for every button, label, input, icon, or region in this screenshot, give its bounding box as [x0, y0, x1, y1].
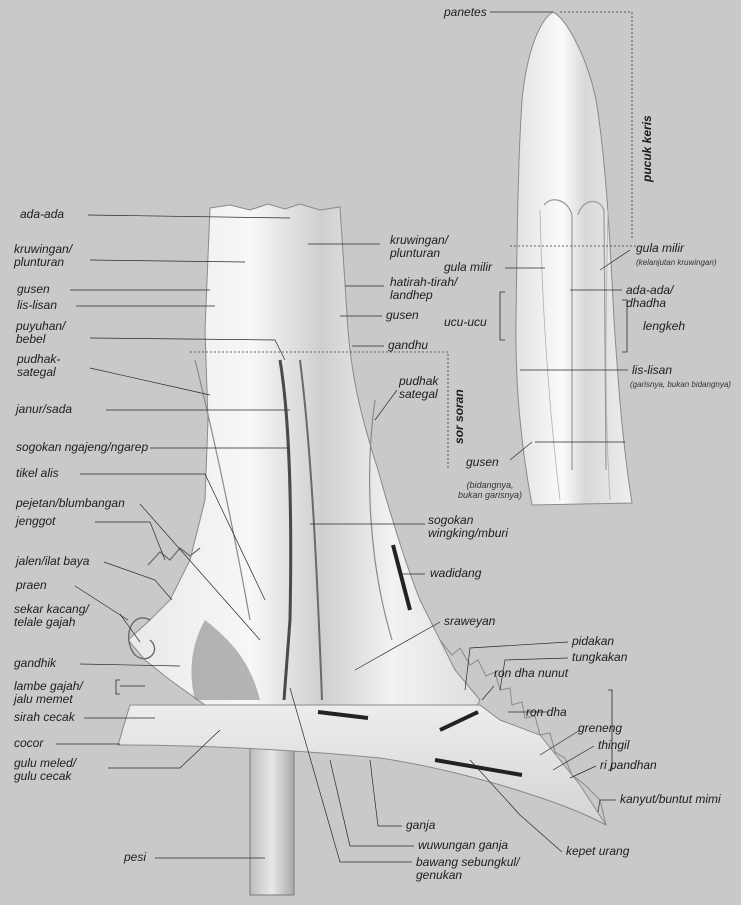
label-sogokan-ngajeng: sogokan ngajeng/ngarep — [16, 440, 149, 454]
label-ada-ada: ada-ada — [20, 207, 65, 221]
label-lengkeh: lengkeh — [643, 319, 686, 333]
label-sirah-cecak: sirah cecak — [14, 710, 75, 724]
label-tikel-alis: tikel alis — [16, 466, 59, 480]
label-gusen-tip: gusen — [466, 455, 499, 469]
label-kanyut: kanyut/buntut mimi — [620, 792, 721, 806]
label-greneng: greneng — [578, 721, 623, 735]
label-cocor: cocor — [14, 736, 44, 750]
label-sor-soran: sor soran — [452, 389, 466, 444]
label-ri-pandhan: ri pandhan — [600, 758, 657, 772]
label-jalen: jalen/ilat baya — [16, 554, 90, 568]
label-praen: praen — [16, 578, 47, 592]
label-wadidang: wadidang — [430, 566, 482, 580]
label-janur: janur/sada — [16, 402, 73, 416]
label-kepet-urang: kepet urang — [566, 844, 630, 858]
blade-tip-illustration — [515, 11, 633, 506]
label-gusen-right: gusen — [386, 308, 419, 322]
label-gula-milir-note: (kelanjutan kruwingan) — [636, 258, 717, 267]
blade-base-illustration — [117, 203, 607, 896]
label-ron-dha-nunut: ron dha nunut — [494, 666, 569, 680]
label-pejetan: pejetan/blumbangan — [16, 496, 125, 510]
label-sraweyan: sraweyan — [444, 614, 496, 628]
label-gula-milir-left: gula milir — [444, 260, 493, 274]
label-pudhak-sategal-left: pudhak- sategal — [17, 352, 61, 379]
label-lis-lisan-tip: lis-lisan — [632, 363, 673, 377]
label-sekar-kacang: sekar kacang/ telale gajah — [14, 602, 89, 629]
label-thingil: thingil — [598, 738, 630, 752]
leader-lines — [56, 11, 631, 863]
label-gula-milir-right: gula milir — [636, 241, 685, 255]
label-lis-lisan-note: (garisnya, bukan bidangnya) — [630, 380, 731, 389]
brackets — [115, 291, 628, 771]
label-gandhik: gandhik — [14, 656, 57, 670]
label-gandhu: gandhu — [388, 338, 429, 352]
label-tungkakan: tungkakan — [572, 650, 628, 664]
label-gulu-meled: gulu meled/ gulu cecak — [14, 756, 77, 783]
label-wuwungan-ganja: wuwungan ganja — [418, 838, 509, 852]
label-pudhak-sategal-right: pudhak sategal — [399, 374, 439, 401]
label-jenggot: jenggot — [16, 514, 56, 528]
label-ada-ada-dhadha: ada-ada/ dhadha — [626, 283, 674, 310]
label-pucuk-keris: pucuk keris — [640, 115, 654, 182]
label-ron-dha: ron dha — [526, 705, 567, 719]
label-ganja: ganja — [406, 818, 436, 832]
dotted-guides — [190, 11, 640, 470]
label-lis-lisan-left: lis-lisan — [17, 298, 58, 312]
label-gusen-left: gusen — [17, 282, 50, 296]
label-gusen-note: (bidangnya, bukan garisnya) — [458, 480, 523, 500]
label-puyuhan: puyuhan/ bebel — [16, 319, 66, 346]
label-panetes: panetes — [444, 5, 487, 19]
label-lambe-gajah: lambe gajah/ jalu memet — [14, 679, 83, 706]
label-bawang-sebungkul: bawang sebungkul/ genukan — [416, 855, 520, 882]
label-kruwingan-right: kruwingan/ plunturan — [390, 233, 449, 260]
label-pidakan: pidakan — [572, 634, 615, 648]
label-pesi: pesi — [124, 850, 147, 864]
label-sogokan-wingking: sogokan wingking/mburi — [428, 513, 509, 540]
label-kruwingan-left: kruwingan/ plunturan — [14, 242, 73, 269]
label-hatirah: hatirah-tirah/ landhep — [390, 275, 458, 302]
label-ucu-ucu: ucu-ucu — [444, 315, 487, 329]
